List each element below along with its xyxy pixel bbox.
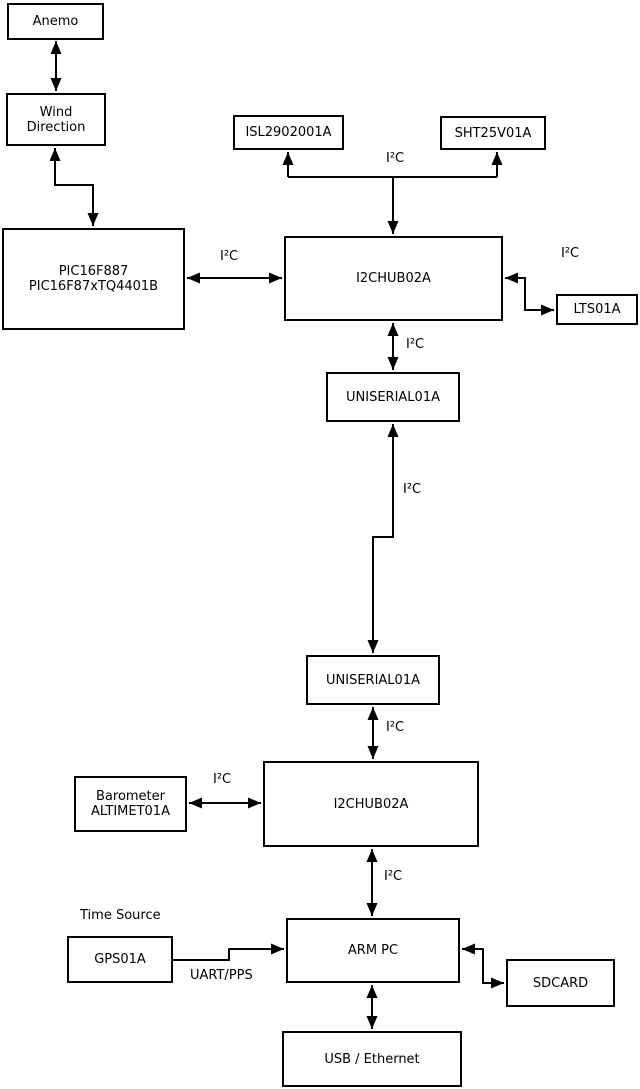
edge-label-i2c-uniserial-link: I²C xyxy=(403,482,422,497)
node-sdcard-label: SDCARD xyxy=(532,975,589,991)
node-lts01a-label: LTS01A xyxy=(573,302,621,317)
node-uniserial01a-top: UNISERIAL01A xyxy=(326,372,460,422)
node-sht25v01a-label: SHT25V01A xyxy=(454,125,532,141)
node-uniserial01a-top-label: UNISERIAL01A xyxy=(346,389,440,405)
node-wind-direction: Wind Direction xyxy=(6,93,106,146)
node-sht25v01a: SHT25V01A xyxy=(440,116,546,150)
node-usb-ethernet: USB / Ethernet xyxy=(282,1031,462,1087)
label-time-source: Time Source xyxy=(80,908,161,923)
node-wind-direction-line2: Direction xyxy=(26,119,86,135)
edge-label-i2c-uniserial2-hub2: I²C xyxy=(386,720,405,735)
node-lts01a: LTS01A xyxy=(556,294,638,325)
node-uniserial01a-bottom: UNISERIAL01A xyxy=(306,655,440,705)
edge-label-i2c-bus-top: I²C xyxy=(386,151,405,166)
node-pic16f887-line1: PIC16F887 xyxy=(58,264,129,279)
node-arm-pc-label: ARM PC xyxy=(347,943,399,958)
node-gps01a-label: GPS01A xyxy=(94,952,146,967)
node-pic16f887: PIC16F887 PIC16F87xTQ4401B xyxy=(2,228,185,330)
node-wind-direction-line1: Wind xyxy=(39,104,73,120)
edge-label-i2c-hub2-armpc: I²C xyxy=(384,869,403,884)
node-sdcard: SDCARD xyxy=(506,959,615,1007)
node-pic16f887-line2: PIC16F87xTQ4401B xyxy=(28,279,159,294)
node-isl2902001a-label: ISL2902001A xyxy=(245,125,332,140)
edge-label-i2c-hub1-uniserial1: I²C xyxy=(406,337,425,352)
node-anemo: Anemo xyxy=(7,3,104,40)
node-i2chub02a-bottom-label: I2CHUB02A xyxy=(333,796,409,812)
edge-uniserial1-uniserial2 xyxy=(367,424,399,653)
edge-armpc-sdcard xyxy=(462,943,504,989)
node-barometer-altimet01a: Barometer ALTIMET01A xyxy=(74,776,187,832)
node-isl2902001a: ISL2902001A xyxy=(233,115,344,150)
node-usb-ethernet-label: USB / Ethernet xyxy=(324,1051,420,1067)
node-uniserial01a-bottom-label: UNISERIAL01A xyxy=(326,672,420,688)
edge-gps-armpc xyxy=(173,943,284,961)
node-arm-pc: ARM PC xyxy=(286,918,460,983)
node-anemo-label: Anemo xyxy=(32,14,79,29)
node-i2chub02a-top: I2CHUB02A xyxy=(284,236,503,321)
node-gps01a: GPS01A xyxy=(67,936,173,983)
node-barometer-line2: ALTIMET01A xyxy=(91,804,170,819)
edge-label-i2c-barometer-hub2: I²C xyxy=(213,772,232,787)
edge-label-i2c-pic-hub1: I²C xyxy=(220,249,239,264)
edge-hub1-lts xyxy=(505,272,554,316)
edge-label-i2c-hub1-lts: I²C xyxy=(561,246,580,261)
node-i2chub02a-bottom: I2CHUB02A xyxy=(263,761,479,847)
edge-label-uart-pps: UART/PPS xyxy=(190,968,253,983)
node-i2chub02a-top-label: I2CHUB02A xyxy=(356,271,431,286)
edge-wind-pic xyxy=(49,148,99,226)
node-barometer-line1: Barometer xyxy=(96,789,165,804)
